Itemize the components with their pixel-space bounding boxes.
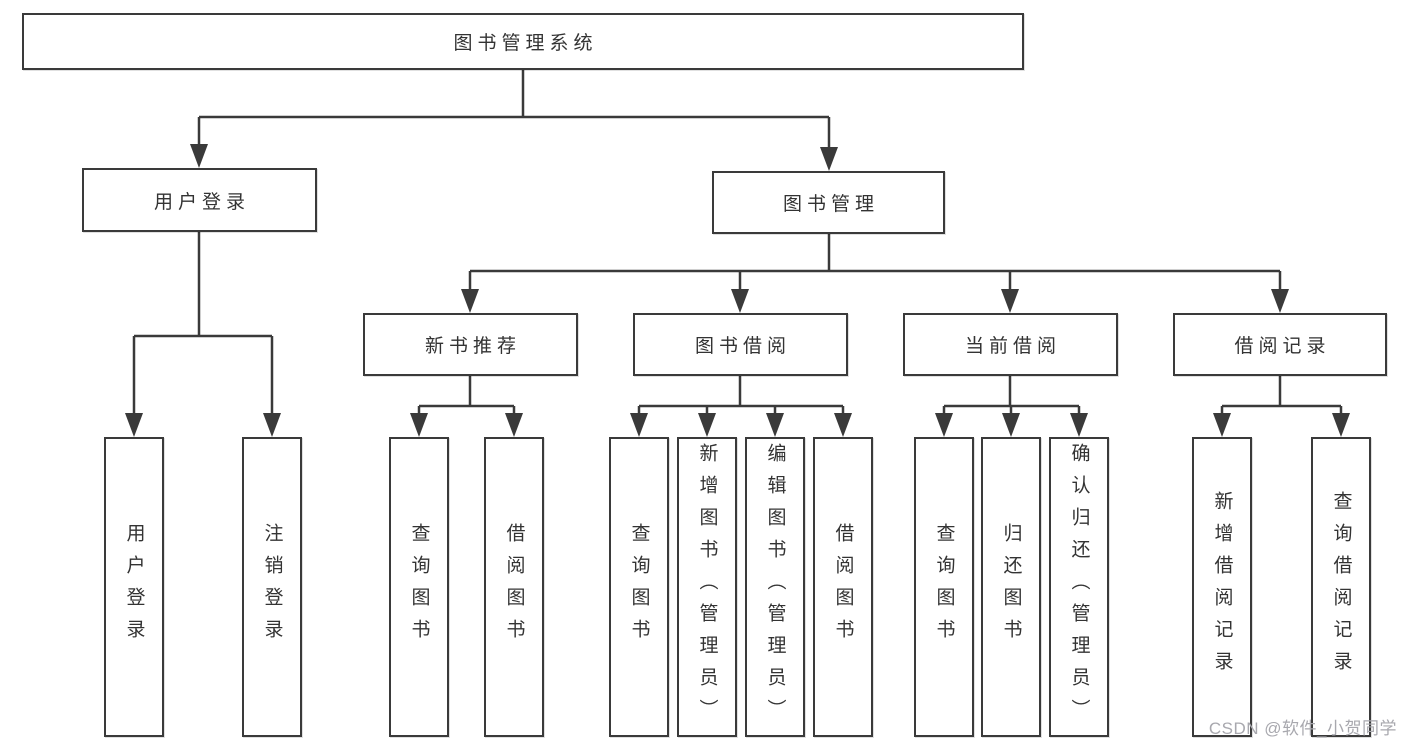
node-label: 当前借阅	[964, 336, 1061, 357]
arrowhead-icon	[1070, 413, 1088, 437]
arrowhead-icon	[698, 413, 716, 437]
arrowhead-icon	[935, 413, 953, 437]
node-label: 图书管理	[782, 194, 879, 215]
leaf-logout: 注销登录	[242, 437, 302, 737]
leaf-label: 编辑图书（管理员）	[764, 443, 786, 731]
leaf-query-book-current: 查询图书	[914, 437, 974, 737]
leaf-label: 注销登录	[261, 523, 283, 651]
leaf-borrow-book-recommend: 借阅图书	[484, 437, 544, 737]
node-user-login: 用户登录	[82, 168, 317, 232]
node-label: 新书推荐	[424, 336, 521, 357]
node-label: 用户登录	[153, 191, 250, 213]
arrowhead-icon	[461, 289, 479, 313]
arrowhead-icon	[125, 413, 143, 437]
arrowhead-icon	[766, 413, 784, 437]
leaf-user-login: 用户登录	[104, 437, 164, 737]
leaf-label: 查询图书	[408, 523, 430, 651]
node-label: 借阅记录	[1234, 336, 1331, 357]
leaf-query-book-recommend: 查询图书	[389, 437, 449, 737]
leaf-label: 查询图书	[933, 523, 955, 651]
arrowhead-icon	[263, 413, 281, 437]
node-label: 图书管理系统	[453, 33, 598, 54]
arrowhead-icon	[505, 413, 523, 437]
node-label: 图书借阅	[694, 336, 791, 357]
arrowhead-icon	[1332, 413, 1350, 437]
leaf-label: 查询图书	[628, 523, 650, 651]
arrowhead-icon	[834, 413, 852, 437]
node-book-borrow: 图书借阅	[633, 313, 848, 376]
leaf-edit-book-admin: 编辑图书（管理员）	[745, 437, 805, 737]
node-new-book-recommend: 新书推荐	[363, 313, 578, 376]
arrowheads	[125, 144, 1350, 437]
node-borrow-record: 借阅记录	[1173, 313, 1387, 376]
arrowhead-icon	[820, 147, 838, 171]
node-library-system: 图书管理系统	[22, 13, 1024, 70]
connector-lines	[132, 70, 1343, 419]
leaf-label: 用户登录	[123, 523, 145, 651]
arrowhead-icon	[410, 413, 428, 437]
node-book-management: 图书管理	[712, 171, 945, 234]
leaf-add-borrow-record: 新增借阅记录	[1192, 437, 1252, 737]
leaf-confirm-return-admin: 确认归还（管理员）	[1049, 437, 1109, 737]
leaf-query-book-borrow: 查询图书	[609, 437, 669, 737]
leaf-query-borrow-record: 查询借阅记录	[1311, 437, 1371, 737]
arrowhead-icon	[1271, 289, 1289, 313]
arrowhead-icon	[1213, 413, 1231, 437]
arrowhead-icon	[1001, 289, 1019, 313]
leaf-return-book: 归还图书	[981, 437, 1041, 737]
arrowhead-icon	[1002, 413, 1020, 437]
leaf-label: 确认归还（管理员）	[1068, 443, 1090, 731]
leaf-label: 归还图书	[1000, 523, 1022, 651]
node-current-borrow: 当前借阅	[903, 313, 1118, 376]
leaf-label: 借阅图书	[503, 523, 525, 651]
arrowhead-icon	[731, 289, 749, 313]
leaf-label: 借阅图书	[832, 523, 854, 651]
csdn-watermark: CSDN @软件_小贺同学	[1208, 719, 1397, 738]
leaf-borrow-book: 借阅图书	[813, 437, 873, 737]
leaf-label: 查询借阅记录	[1330, 491, 1352, 683]
arrowhead-icon	[630, 413, 648, 437]
leaf-label: 新增图书（管理员）	[696, 443, 718, 731]
arrowhead-icon	[190, 144, 208, 168]
leaf-add-book-admin: 新增图书（管理员）	[677, 437, 737, 737]
leaf-label: 新增借阅记录	[1211, 491, 1233, 683]
